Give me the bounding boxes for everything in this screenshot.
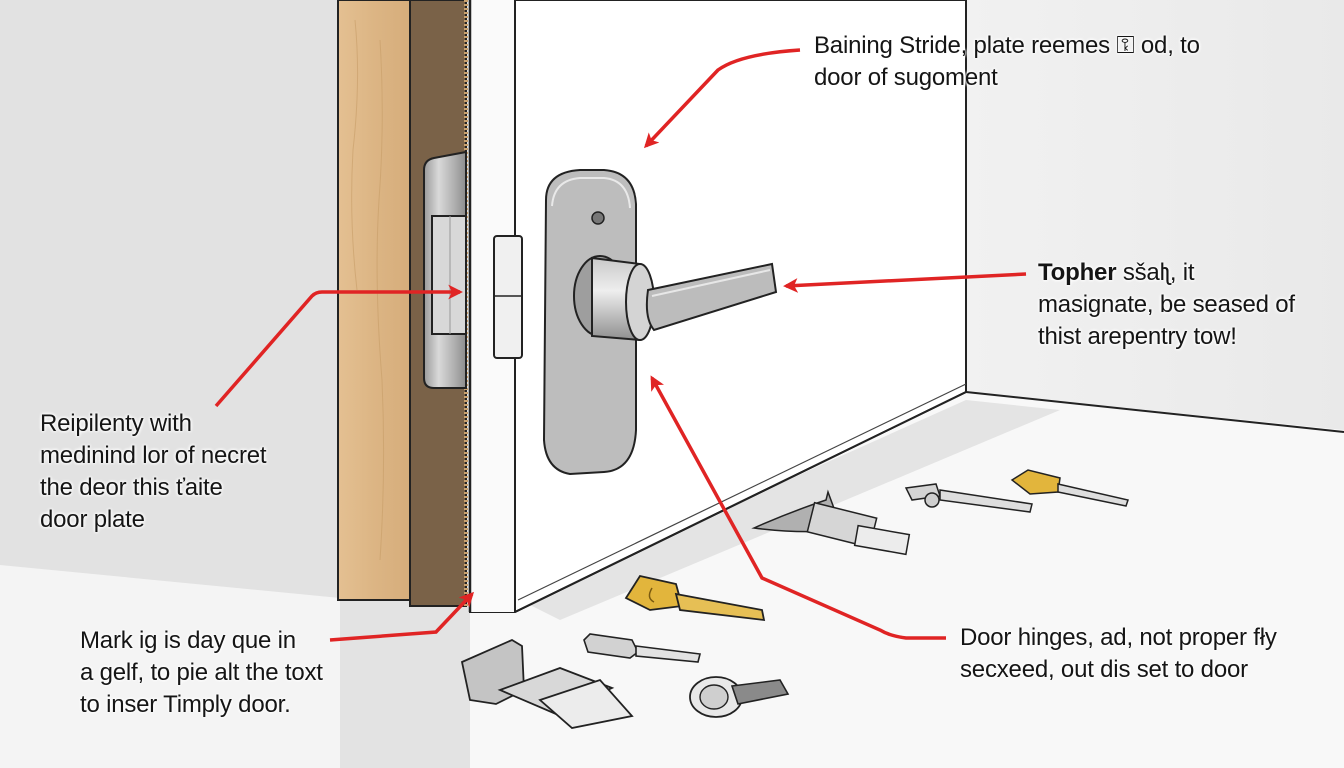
callout-right-line-1: Topher sšalʅ, it	[1038, 257, 1295, 289]
callout-bottom-line-2: a gelf, to pie alt the toxt	[80, 659, 323, 686]
floor-parts	[460, 469, 1129, 729]
callout-right-line-3: thist arepentry tow!	[1038, 323, 1237, 350]
arrow-right	[783, 272, 1027, 293]
callout-left: Reipilenty with medinind lor of necret t…	[40, 408, 267, 536]
callout-hinge: Door hinges, ad, not proper fły secxeed,…	[960, 622, 1277, 686]
callout-right-line-2: masignate, be seased of	[1038, 291, 1295, 318]
callout-arrows	[214, 48, 1027, 642]
latch-mechanism	[751, 489, 911, 556]
callout-left-line-4: door plate	[40, 506, 145, 533]
callout-bottom-line-3: to inser Timply door.	[80, 691, 291, 718]
callout-left-line-3: the deor this ťaite	[40, 474, 223, 501]
callout-right-bold-lead: Topher	[1038, 259, 1117, 286]
brass-key	[624, 574, 766, 622]
floor	[470, 392, 1344, 768]
arrow-bottom	[329, 591, 475, 642]
door-edge-hinge	[493, 235, 523, 359]
callout-left-line-1: Reipilenty with	[40, 410, 192, 437]
right-wall	[966, 0, 1344, 440]
callout-hinge-line-1: Door hinges, ad, not proper fły	[960, 624, 1277, 651]
left-wall	[0, 0, 340, 600]
door-frame	[337, 0, 468, 607]
callout-top-line-1: Baining Stride, plate reemes ⚿ od, to	[814, 32, 1200, 59]
silver-key-small	[583, 633, 701, 663]
callout-top-line-2: door of sugoment	[814, 64, 998, 91]
strike-plate	[423, 150, 467, 389]
brass-key-small	[1010, 469, 1129, 507]
arrow-left	[214, 284, 463, 408]
callout-hinge-line-2: secxeed, out dis set to door	[960, 656, 1248, 683]
arrow-hinge	[650, 375, 946, 640]
floor-left	[0, 565, 340, 768]
baseboard-line	[965, 391, 1344, 433]
latch-bolt	[431, 215, 467, 335]
lock-cylinder	[689, 676, 790, 718]
callout-right-line-1-rest: sšalʅ, it	[1116, 259, 1195, 286]
floor-shadow	[520, 400, 1060, 620]
lever-handle	[573, 255, 778, 342]
callout-left-line-2: medinind lor of necret	[40, 442, 267, 469]
latch-mechanism-large	[460, 638, 634, 729]
arrow-top	[643, 48, 801, 149]
silver-key	[904, 483, 1033, 513]
callout-top: Baining Stride, plate reemes ⚿ od, to do…	[814, 30, 1200, 94]
callout-right: Topher sšalʅ, it masignate, be seased of…	[1038, 257, 1295, 353]
callout-bottom-line-1: Mark ig is day que in	[80, 627, 296, 654]
callout-bottom: Mark ig is day que in a gelf, to pie alt…	[80, 625, 323, 721]
screw-hole	[591, 211, 605, 225]
